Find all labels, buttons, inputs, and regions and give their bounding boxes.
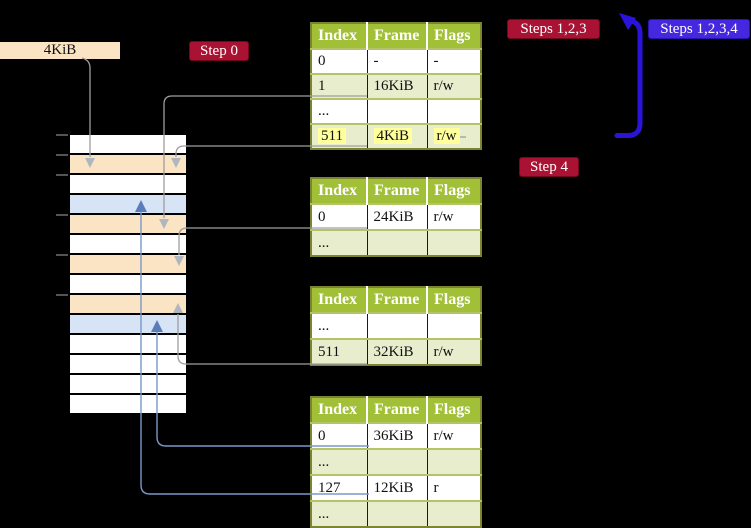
memory-row-wheat [70,295,186,315]
cell-index: ... [311,230,367,256]
cell-index: 127 [318,479,341,496]
cell-flags: r/w [426,423,481,449]
table-row: 0 24KiB r/w [311,204,481,230]
memory-row-white [70,335,186,355]
cell-flags: r [426,475,481,501]
column-header-index: Index [311,23,367,49]
column-header-flags: Flags [426,178,481,204]
cell-flags [426,230,481,256]
page-table-2: Index Frame Flags 0 24KiB r/w ... [310,177,482,257]
highlight-value: r/w [433,128,460,144]
table-row: ... [311,230,481,256]
table-row: ... [311,313,481,339]
column-header-index: Index [311,178,367,204]
frame-size-label: 4KiB [0,42,120,59]
cell-flags: r/w [426,74,481,99]
column-header-flags: Flags [426,287,481,313]
cell-index: ... [311,501,367,527]
cell-frame: 4KiB [366,124,427,149]
cell-frame: 16KiB [366,74,427,99]
cell-flags: r/w [426,204,481,230]
cell-frame: 24KiB [366,204,427,230]
cell-frame [366,230,427,256]
cell-index: 511 [311,124,367,149]
cell-frame [366,99,427,124]
cell-flags [426,501,481,527]
page-table-3: Index Frame Flags ... 511 32KiB r/w [310,286,482,366]
cell-flags: r/w [426,124,481,149]
column-header-index: Index [311,397,367,423]
table-header-row: Index Frame Flags [311,23,481,49]
memory-row-white [70,375,186,395]
cell-index: 1 [311,74,367,99]
highlight-value: 511 [318,128,346,144]
badge-steps-1-2-3: Steps 1,2,3 [507,19,600,39]
column-header-flags: Flags [426,397,481,423]
badge-step-4: Step 4 [519,157,579,177]
column-header-flags: Flags [426,23,481,49]
column-header-index: Index [311,287,367,313]
memory-row-wheat [70,215,186,235]
cell-frame [366,313,427,339]
table-row: 1 16KiB r/w [311,74,481,99]
page-table-4: Index Frame Flags 0 36KiB r/w ... 127 12… [310,396,482,528]
cell-flags [426,313,481,339]
table-header-row: Index Frame Flags [311,178,481,204]
cell-flags: r/w [426,339,481,365]
table-row: 0 36KiB r/w [311,423,481,449]
cell-index: 0 [318,427,326,444]
cell-frame: 36KiB [366,423,427,449]
cell-index: ... [318,317,330,334]
cell-index: ... [318,103,330,119]
cell-frame: 12KiB [366,475,427,501]
badge-steps-1-2-3-4: Steps 1,2,3,4 [648,19,750,39]
memory-strip [68,133,188,415]
memory-row-wheat [70,255,186,275]
table-row-highlighted: 511 4KiB r/w [311,124,481,149]
column-header-frame: Frame [366,178,427,204]
memory-row-wheat [70,155,186,175]
steps-flow-arrow [614,13,643,138]
arrowhead-up-left-icon [619,13,636,30]
cell-index: 0 [318,53,326,69]
steps-flow-arrow-shaft [614,18,643,138]
column-header-frame: Frame [366,287,427,313]
memory-row-blue [70,315,186,335]
table-header-row: Index Frame Flags [311,287,481,313]
cell-flags [426,449,481,475]
memory-row-white [70,235,186,255]
memory-row-white [70,135,186,155]
cell-frame: 32KiB [366,339,427,365]
cell-index: 0 [318,208,326,225]
highlight-value: 4KiB [373,128,413,144]
memory-row-blue [70,195,186,215]
cell-flags [426,99,481,124]
table-row: ... [311,99,481,124]
cell-frame: - [366,49,427,74]
column-header-frame: Frame [366,23,427,49]
memory-row-white [70,355,186,375]
memory-row-white [70,275,186,295]
table-row: 511 32KiB r/w [311,339,481,365]
table-row: ... [311,449,481,475]
table-row: 0 - - [311,49,481,74]
cell-index: 511 [311,339,367,365]
badge-step-0: Step 0 [189,41,249,61]
cell-frame [366,501,427,527]
table-header-row: Index Frame Flags [311,397,481,423]
table-row: ... [311,501,481,527]
cell-index: ... [311,449,367,475]
address-ticks [56,134,68,296]
column-header-frame: Frame [366,397,427,423]
page-table-1: Index Frame Flags 0 - - 1 16KiB r/w ... … [310,22,482,150]
memory-row-white [70,395,186,413]
memory-row-white [70,175,186,195]
table-row: 127 12KiB r [311,475,481,501]
cell-frame [366,449,427,475]
cell-flags: - [426,49,481,74]
